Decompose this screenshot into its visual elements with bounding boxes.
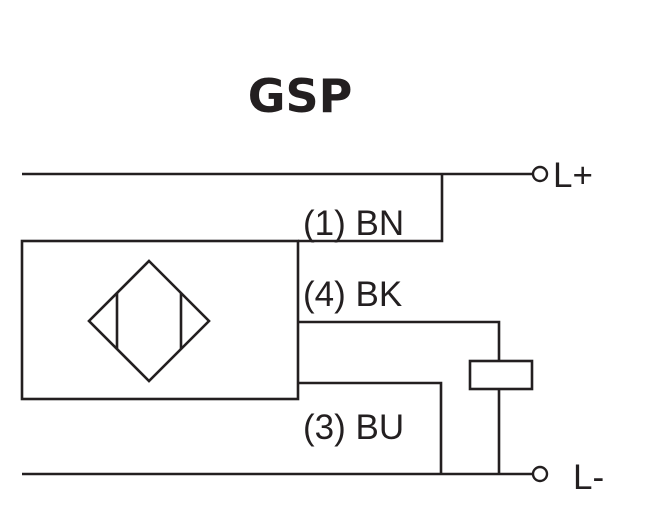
sensor-body bbox=[20, 239, 300, 401]
positive-terminal bbox=[531, 165, 549, 183]
diagram-title: GSP bbox=[248, 69, 353, 123]
blue-wire bbox=[298, 381, 443, 474]
brown-wire bbox=[298, 174, 444, 243]
black-wire bbox=[298, 320, 501, 361]
positive-terminal-label: L+ bbox=[553, 156, 593, 195]
brown-wire-label: (1) BN bbox=[303, 204, 404, 243]
negative-terminal-label: L- bbox=[573, 458, 604, 497]
proximity-sensor-icon bbox=[87, 259, 211, 383]
black-wire-label: (4) BK bbox=[303, 275, 402, 314]
blue-wire-label: (3) BU bbox=[303, 408, 404, 447]
load-coil bbox=[468, 359, 534, 391]
negative-terminal bbox=[531, 465, 549, 483]
